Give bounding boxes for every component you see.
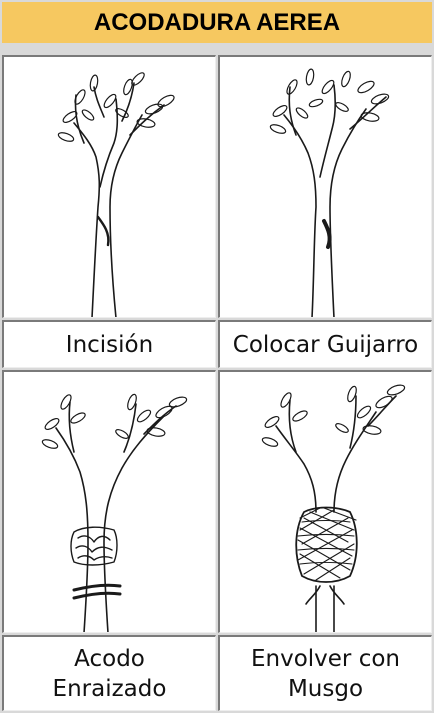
caption-moss-wrap-line-1: Envolver con xyxy=(251,644,400,674)
image-cell-incision xyxy=(2,55,216,318)
tree-incision-drawing xyxy=(4,57,216,318)
tree-moss-wrap-drawing xyxy=(220,372,432,633)
caption-rooted-layer: Acodo Enraizado xyxy=(2,635,216,711)
table-title: ACODADURA AEREA xyxy=(2,2,432,43)
caption-moss-wrap: Envolver con Musgo xyxy=(218,635,432,711)
image-cell-rooted-layer xyxy=(2,370,216,633)
caption-pebble: Colocar Guijarro xyxy=(218,320,432,368)
caption-rooted-layer-line-1: Acodo xyxy=(74,644,145,674)
tree-rooted-layer-drawing xyxy=(4,372,216,633)
caption-moss-wrap-line-2: Musgo xyxy=(288,674,363,704)
caption-pebble-line-1: Colocar Guijarro xyxy=(233,330,418,360)
image-cell-moss-wrap xyxy=(218,370,432,633)
caption-rooted-layer-line-2: Enraizado xyxy=(53,674,167,704)
caption-incision-line-1: Incisión xyxy=(66,330,153,360)
caption-incision: Incisión xyxy=(2,320,216,368)
tree-pebble-drawing xyxy=(220,57,432,318)
image-cell-pebble xyxy=(218,55,432,318)
